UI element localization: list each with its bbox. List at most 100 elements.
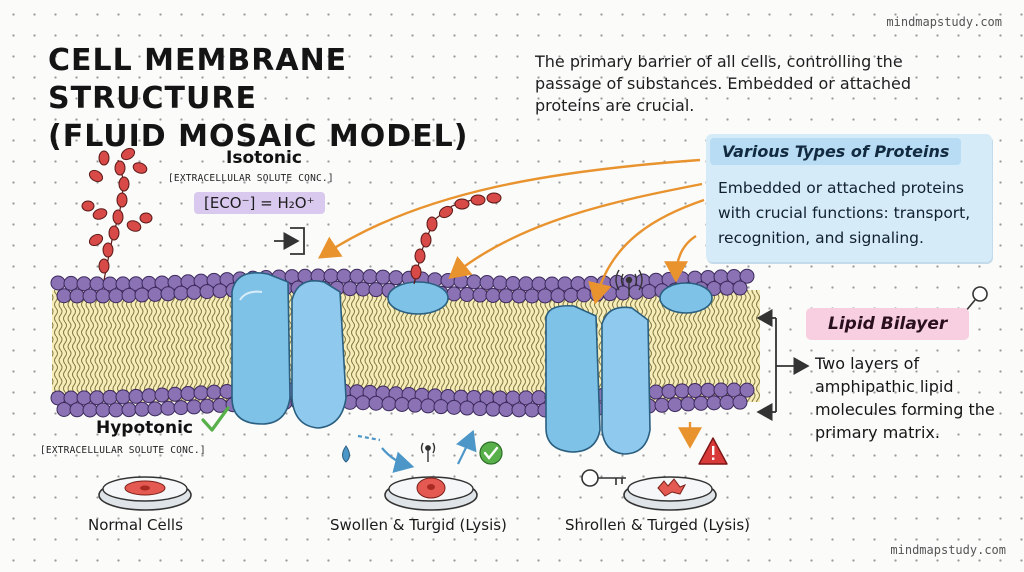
lipid-head	[537, 288, 553, 304]
lipid-head	[108, 288, 124, 304]
channel-protein-right	[545, 304, 651, 455]
lipid-head	[355, 281, 371, 297]
title-line-2: (FLUID MOSAIC MODEL)	[48, 119, 469, 154]
lipid-head	[206, 384, 222, 400]
lipid-head	[602, 286, 618, 302]
lipid-head	[394, 396, 410, 412]
glycolipid-chain-left	[81, 147, 153, 281]
lipid-head	[459, 400, 475, 416]
dish-label-swollen: Swollen & Turgid (Lysis)	[330, 516, 507, 534]
intro-text: The primary barrier of all cells, contro…	[535, 52, 912, 115]
lipid-head	[121, 402, 137, 418]
petri-dish-shrunken	[623, 476, 717, 511]
lipid-head	[167, 386, 183, 402]
proteins-title: Various Types of Proteins	[710, 138, 962, 165]
lipid-head	[56, 288, 72, 304]
lipid-head	[193, 385, 209, 401]
dish-label-shrunken: Shrollen & Turged (Lysis)	[565, 516, 751, 534]
water-drop-icon	[342, 445, 350, 463]
lipid-head	[648, 384, 664, 400]
lipid-head	[732, 394, 748, 410]
lipid-bracket	[756, 309, 810, 421]
channel-protein-left	[231, 272, 347, 429]
lipid-head	[173, 285, 189, 301]
lipid-head	[667, 397, 683, 413]
lipid-head	[693, 395, 709, 411]
lipid-head	[407, 397, 423, 413]
lipid-head	[160, 286, 176, 302]
page-title: CELL MEMBRANE STRUCTURE (FLUID MOSAIC MO…	[48, 42, 518, 156]
petri-dish-swollen	[384, 476, 478, 511]
lipid-head	[134, 401, 150, 417]
lipid-head	[524, 402, 540, 418]
lipid-head	[115, 389, 131, 405]
proteins-callout: Various Types of Proteins Embedded or at…	[706, 134, 992, 262]
key-icon	[581, 469, 626, 487]
lipid-head	[154, 387, 170, 403]
lipid-head	[82, 402, 98, 418]
peripheral-protein-right	[659, 282, 713, 314]
lipid-head	[199, 398, 215, 414]
lipid-head	[381, 396, 397, 412]
lipid-head	[511, 288, 527, 304]
lipid-head	[368, 282, 384, 298]
lipid-head	[492, 275, 508, 291]
lipid-head	[713, 382, 729, 398]
lipid-head	[121, 287, 137, 303]
lipid-head	[388, 270, 404, 286]
warning-icon	[698, 437, 728, 465]
lipid-head	[641, 283, 657, 299]
proteins-text: Embedded or attached proteins with cruci…	[718, 179, 971, 247]
title-line-1: CELL MEMBRANE STRUCTURE	[48, 43, 348, 116]
lipid-head	[453, 273, 469, 289]
lipid-head	[186, 284, 202, 300]
lipid-head	[706, 395, 722, 411]
lipid-head	[550, 288, 566, 304]
lipid-head	[485, 287, 501, 303]
isotonic-subtitle: [EXTRACELLULAR SOLUTE CONC.]	[168, 173, 334, 184]
lipid-head	[661, 383, 677, 399]
lipid-head	[719, 394, 735, 410]
lipid-head	[180, 386, 196, 402]
lipid-head	[342, 281, 358, 297]
lipid-head	[563, 287, 579, 303]
lipid-head	[50, 275, 66, 291]
lipid-head	[212, 283, 228, 299]
glycoprotein-chain	[410, 192, 502, 285]
lipid-head	[108, 402, 124, 418]
lipid-head	[199, 284, 215, 300]
watermark-bottom: mindmapstudy.com	[890, 543, 1006, 557]
lipid-head	[459, 286, 475, 302]
lipid-head	[95, 402, 111, 418]
lipid-head	[485, 401, 501, 417]
check-icon	[479, 441, 503, 465]
lipid-head	[355, 395, 371, 411]
hypotonic-title: Hypotonic	[96, 418, 193, 438]
lipid-head	[368, 395, 384, 411]
lipid-title: Lipid Bilayer	[806, 308, 970, 340]
lipid-head	[349, 268, 365, 284]
lipid-head	[147, 401, 163, 417]
check-icon	[201, 406, 230, 432]
dish-label-normal: Normal Cells	[88, 516, 183, 534]
lipid-head	[700, 382, 716, 398]
lipid-head	[576, 287, 592, 303]
petri-dish-normal	[98, 476, 192, 511]
lipid-head	[505, 275, 521, 291]
lipid-head	[739, 268, 755, 284]
lipid-head	[336, 268, 352, 284]
lipid-head	[141, 388, 157, 404]
lipid-head	[433, 399, 449, 415]
protein-pointer-arrows	[318, 158, 705, 449]
lipid-head	[186, 399, 202, 415]
lipid-head	[498, 402, 514, 418]
lipid-head	[719, 280, 735, 296]
lipid-head	[472, 401, 488, 417]
antenna-icon	[420, 442, 436, 462]
lipid-head	[128, 388, 144, 404]
lipid-head	[674, 383, 690, 399]
enter-icon	[274, 227, 305, 255]
lipid-head	[82, 288, 98, 304]
hypotonic-subtitle: [EXTRACELLULAR SOLUTE CONC.]	[40, 445, 206, 456]
